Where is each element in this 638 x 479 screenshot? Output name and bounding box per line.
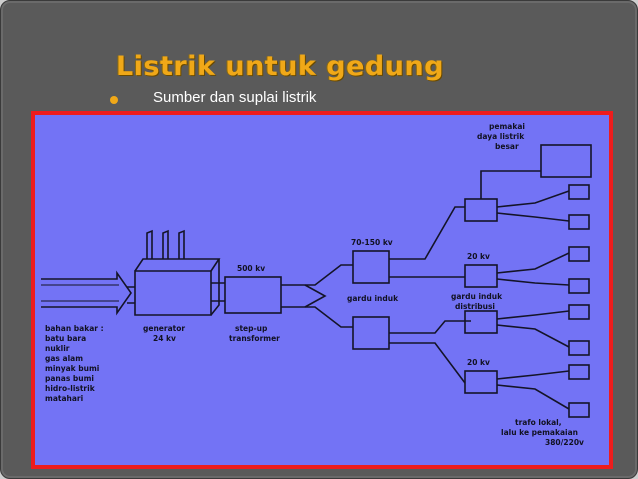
label-bahan-bakar-5: panas bumi — [45, 374, 94, 383]
label-500kv: 500 kv — [237, 264, 265, 273]
input-arrow — [41, 270, 132, 316]
label-gardu-induk: gardu induk — [347, 294, 399, 303]
label-transformer-1: step-up — [235, 324, 268, 333]
label-generator-2: 24 kv — [153, 334, 176, 343]
label-gardu-distribusi-2: distribusi — [455, 302, 495, 311]
label-bahan-bakar-4: minyak bumi — [45, 364, 99, 373]
diagram-canvas: pemakai daya listrik besar 70-150 kv 500… — [41, 122, 592, 447]
line-gen-trafo — [211, 282, 225, 302]
distribusi-box-3 — [464, 310, 498, 334]
label-bahan-bakar-7: matahari — [45, 394, 83, 403]
gardu-induk-box-bottom — [352, 316, 390, 350]
label-70-150kv: 70-150 kv — [351, 238, 393, 247]
generator-block — [127, 229, 221, 316]
slide-subtitle: Sumber dan suplai listrik — [153, 89, 317, 106]
line-gi-to-bottom — [389, 342, 466, 384]
label-trafo-2: lalu ke pemakaian — [501, 428, 578, 437]
label-transformer-2: transformer — [229, 334, 280, 343]
label-pemakai-2: daya listrik — [477, 132, 525, 141]
slide-title: Listrik untuk gedung — [116, 51, 445, 82]
label-bahan-bakar-1: batu bara — [45, 334, 86, 343]
label-20kv-bottom: 20 kv — [467, 358, 490, 367]
bullet-icon — [110, 96, 118, 104]
large-consumer-box — [540, 144, 592, 178]
line-split-notch — [304, 284, 327, 308]
label-trafo-3: 380/220v — [545, 438, 584, 447]
label-bahan-bakar-2: nuklir — [45, 344, 70, 353]
label-bahan-bakar-0: bahan bakar : — [45, 324, 104, 333]
label-pemakai-3: besar — [495, 142, 519, 151]
label-trafo-1: trafo lokal, — [515, 418, 562, 427]
label-gardu-distribusi-1: gardu induk — [451, 292, 503, 301]
line-trafo-up — [281, 264, 353, 286]
label-pemakai-1: pemakai — [489, 122, 525, 131]
distribusi-box-1 — [464, 198, 498, 222]
step-up-transformer-box — [224, 276, 282, 314]
distribusi-box-4 — [464, 370, 498, 394]
label-generator-1: generator — [143, 324, 185, 333]
distribusi-box-2 — [464, 264, 498, 288]
label-20kv-top: 20 kv — [467, 252, 490, 261]
line-to-large-consumer — [480, 170, 541, 199]
label-bahan-bakar-3: gas alam — [45, 354, 83, 363]
small-consumers — [496, 184, 590, 418]
gardu-induk-box-top — [352, 250, 390, 284]
line-gi-to-dist — [389, 320, 471, 334]
label-bahan-bakar-6: hidro-listrik — [45, 384, 96, 393]
line-gi-to-top — [389, 206, 465, 260]
power-distribution-diagram: pemakai daya listrik besar 70-150 kv 500… — [31, 111, 613, 469]
line-trafo-down — [281, 306, 353, 328]
